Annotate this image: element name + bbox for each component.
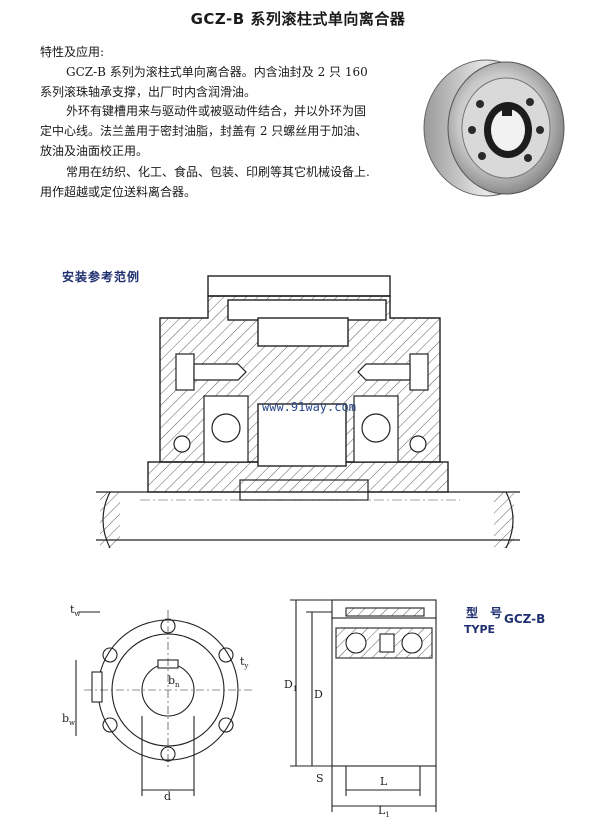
paragraph-intro: GCZ-B 系列为滚柱式单向离合器。内含油封及 2 只 160 系列滚珠轴承支撑… — [40, 65, 368, 99]
dim-bw: bw — [62, 712, 76, 728]
dim-bn: bn — [168, 674, 180, 690]
dim-ty: ty — [240, 655, 249, 671]
watermark-text: www.91way.com — [262, 400, 356, 414]
clutch-product-photo — [423, 59, 565, 197]
dim-S: S — [316, 772, 324, 785]
dim-D: D — [314, 688, 323, 701]
model-label-en: TYPE — [464, 623, 496, 636]
paragraph-keyway: 外环有键槽用来与驱动件或被驱动件结合，并以外环为固定中心线。法兰盖用于密封油脂，… — [40, 104, 368, 158]
dim-d: d — [164, 790, 172, 803]
installation-section-drawing — [75, 275, 520, 812]
paragraph-usage: 常用在纺织、化工、食品、包装、印刷等其它机械设备上.用作超越或定位送料离合器。 — [40, 165, 370, 199]
model-code: GCZ-B — [504, 612, 546, 626]
dim-L1: L1 — [378, 804, 390, 820]
page-title: GCZ-B 系列滚柱式单向离合器 — [190, 10, 406, 28]
dim-L: L — [380, 775, 388, 788]
features-label: 特性及应用: — [40, 45, 105, 59]
model-label-cn: 型 号 — [466, 606, 507, 620]
dim-D1: D1 — [284, 678, 298, 694]
dim-tw: tw — [70, 603, 81, 619]
install-example-title: 安装参考范例 — [62, 270, 141, 284]
